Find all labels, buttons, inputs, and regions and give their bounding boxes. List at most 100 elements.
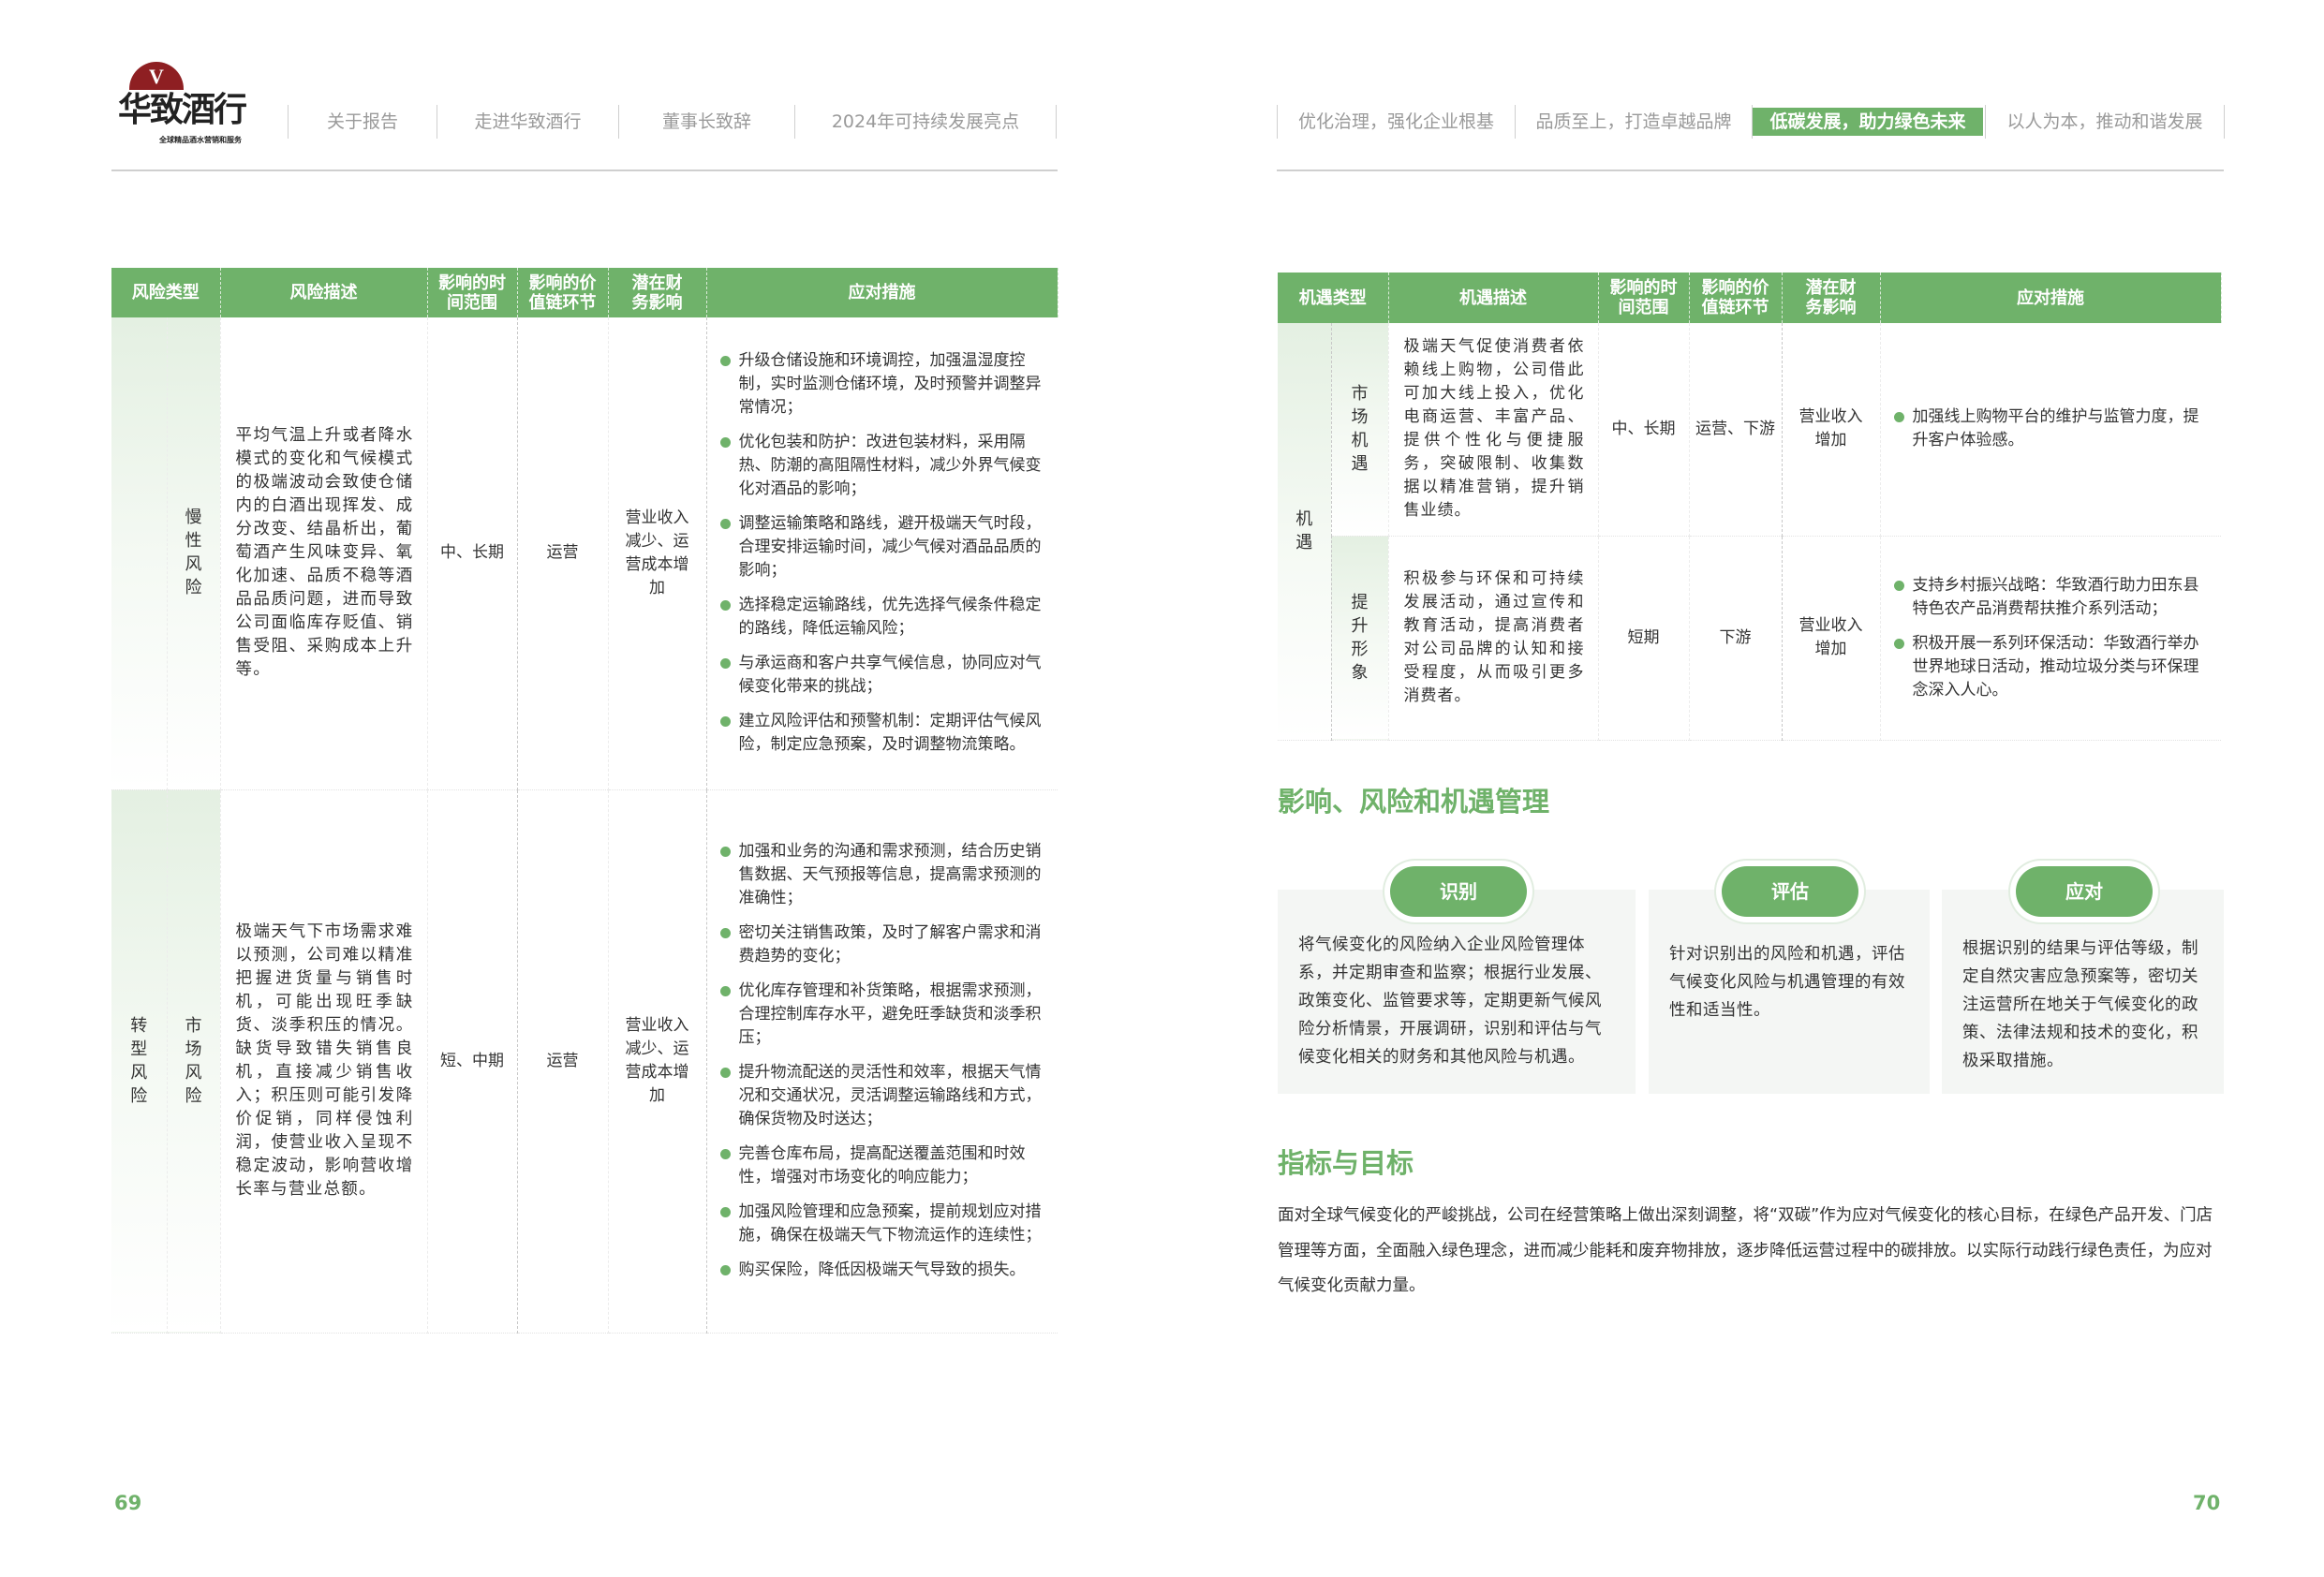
header-chain: 影响的价值链环节	[1689, 273, 1783, 323]
measure-item: 密切关注销售政策，及时了解客户需求和消费趋势的变化；	[719, 921, 1047, 968]
table-row: 慢性风险 平均气温上升或者降水模式的变化和气候模式的极端波动会致使仓储内的白酒出…	[111, 317, 1058, 790]
nav-about-report[interactable]: 关于报告	[289, 105, 437, 139]
nav-left: 关于报告 走进华致酒行 董事长致辞 2024年可持续发展亮点	[288, 105, 1057, 139]
step-pill-respond: 应对	[2016, 866, 2153, 917]
measure-text: 密切关注销售政策，及时了解客户需求和消费趋势的变化；	[738, 923, 1042, 965]
header-measures: 应对措施	[1880, 273, 2222, 323]
bullet-dot-icon	[719, 1068, 731, 1078]
opp-type-cell: 机遇	[1278, 323, 1332, 741]
logo-tagline: 全球精品酒水营销和服务	[159, 136, 242, 144]
bullet-dot-icon	[719, 1207, 731, 1217]
risk-time-cell: 中、长期	[427, 317, 518, 790]
bullet-dot-icon	[719, 716, 731, 728]
opp-subtype-cell: 提升形象	[1331, 536, 1389, 741]
risk-subtype-cell: 市场风险	[167, 789, 221, 1334]
risk-finance-cell: 营业收入减少、运营成本增加	[608, 317, 707, 790]
opp-desc-cell: 积极参与环保和可持续发展活动，通过宣传和教育活动，提高消费者对公司品牌的认知和接…	[1388, 536, 1599, 741]
risk-time-cell: 短、中期	[427, 789, 518, 1334]
measure-text: 与承运商和客户共享气候信息，协同应对气候变化带来的挑战；	[738, 654, 1042, 697]
nav-about-company[interactable]: 走进华致酒行	[437, 105, 619, 139]
measure-text: 提升物流配送的灵活性和效率，根据天气情况和交通状况，灵活调整运输路线和方式，确保…	[738, 1063, 1042, 1128]
nav-governance[interactable]: 优化治理，强化企业根基	[1278, 105, 1516, 139]
measure-item: 积极开展一系列环保活动：华致酒行举办世界地球日活动，推动垃圾分类与环保理念深入人…	[1893, 632, 2211, 702]
bullet-dot-icon	[719, 658, 731, 670]
header-opp-desc: 机遇描述	[1388, 273, 1599, 323]
opp-chain-cell: 运营、下游	[1689, 323, 1783, 537]
nav-chairman-letter[interactable]: 董事长致辞	[619, 105, 795, 139]
measure-text: 选择稳定运输路线，优先选择气候条件稳定的路线，降低运输风险；	[738, 596, 1042, 639]
risk-table-header: 风险类型 风险描述 影响的时间范围 影响的价值链环节 潜在财务影响 应对措施	[111, 268, 1058, 317]
risk-table: 风险类型 风险描述 影响的时间范围 影响的价值链环节 潜在财务影响 应对措施	[111, 268, 1058, 317]
bullet-dot-icon	[719, 847, 731, 857]
bullet-dot-icon	[719, 519, 731, 530]
bullet-dot-icon	[719, 437, 731, 449]
bullet-dot-icon	[719, 600, 731, 612]
measure-text: 建立风险评估和预警机制：定期评估气候风险，制定应急预案，及时调整物流策略。	[738, 712, 1042, 755]
bullet-dot-icon	[719, 986, 731, 996]
measure-text: 优化包装和防护：改进包装材料，采用隔热、防潮的高阻隔性材料，减少外界气候变化对酒…	[738, 433, 1042, 499]
nav-people[interactable]: 以人为本，推动和谐发展	[1985, 105, 2225, 139]
header-risk-type: 风险类型	[111, 268, 221, 317]
measure-text: 加强风险管理和应急预案，提前规划应对措施，确保在极端天气下物流运作的连续性；	[738, 1202, 1042, 1245]
measure-text: 加强线上购物平台的维护与监管力度，提升客户体验感。	[1912, 407, 2199, 450]
risk-measures-cell: 升级仓储设施和环境调控，加强温湿度控制，实时监测仓储环境，及时预警并调整异常情况…	[706, 317, 1058, 790]
header-time: 影响的时间范围	[1598, 273, 1690, 323]
opp-finance-cell: 营业收入增加	[1782, 536, 1881, 741]
measure-item: 支持乡村振兴战略：华致酒行助力田东县特色农产品消费帮扶推介系列活动；	[1893, 574, 2211, 621]
risk-chain-cell: 运营	[517, 789, 609, 1334]
step-pill-assess: 评估	[1722, 866, 1858, 917]
bullet-dot-icon	[1893, 412, 1904, 423]
risk-desc-cell: 平均气温上升或者降水模式的变化和气候模式的极端波动会致使仓储内的白酒出现挥发、成…	[220, 317, 428, 790]
measure-item: 优化包装和防护：改进包装材料，采用隔热、防潮的高阻隔性材料，减少外界气候变化对酒…	[719, 431, 1047, 501]
page-number-left: 69	[114, 1492, 142, 1514]
table-row: 机遇 市场机遇 极端天气促使消费者依赖线上购物，公司借此可加大线上投入，优化电商…	[1278, 323, 2221, 741]
targets-heading: 指标与目标	[1278, 1147, 1414, 1179]
logo-emblem: V	[129, 62, 184, 90]
risk-finance-cell: 营业收入减少、运营成本增加	[608, 789, 707, 1334]
risk-measures-cell: 加强和业务的沟通和需求预测，结合历史销售数据、天气预报等信息，提高需求预测的准确…	[706, 789, 1058, 1334]
measure-item: 完善仓库布局，提高配送覆盖范围和时效性，增强对市场变化的响应能力；	[719, 1142, 1047, 1189]
risk-chain-cell: 运营	[517, 317, 609, 790]
risk-type-cell: 转型风险	[111, 789, 168, 1334]
measure-item: 建立风险评估和预警机制：定期评估气候风险，制定应急预案，及时调整物流策略。	[719, 710, 1047, 757]
measure-item: 优化库存管理和补货策略，根据需求预测，合理控制库存水平，避免旺季缺货和淡季积压；	[719, 980, 1047, 1050]
opp-table-header: 机遇类型 机遇描述 影响的时间范围 影响的价值链环节 潜在财务影响 应对措施	[1278, 273, 2222, 323]
opp-measures-cell: 支持乡村振兴战略：华致酒行助力田东县特色农产品消费帮扶推介系列活动； 积极开展一系…	[1880, 536, 2221, 741]
opp-desc-cell: 极端天气促使消费者依赖线上购物，公司借此可加大线上投入，优化电商运营、丰富产品、…	[1388, 323, 1599, 537]
header-measures: 应对措施	[706, 268, 1058, 317]
step-pill-identify: 识别	[1390, 866, 1527, 917]
logo-name: 华致酒行	[118, 90, 247, 129]
measure-item: 提升物流配送的灵活性和效率，根据天气情况和交通状况，灵活调整运输路线和方式，确保…	[719, 1061, 1047, 1131]
table-row: 转型风险 市场风险 极端天气下市场需求难以预测，公司难以精准把握进货量与销售时机…	[111, 789, 1058, 1334]
nav-low-carbon-active[interactable]: 低碳发展，助力绿色未来	[1753, 108, 1983, 136]
bullet-dot-icon	[1893, 638, 1904, 649]
measure-item: 选择稳定运输路线，优先选择气候条件稳定的路线，降低运输风险；	[719, 594, 1047, 641]
step-card-respond: 根据识别的结果与评估等级，制定自然灾害应急预案等，密切关注运营所在地关于气候变化…	[1942, 890, 2224, 1094]
header-chain: 影响的价值链环节	[517, 268, 609, 317]
mgmt-heading: 影响、风险和机遇管理	[1278, 786, 1550, 818]
bullet-dot-icon	[719, 1265, 731, 1275]
nav-highlights[interactable]: 2024年可持续发展亮点	[795, 105, 1057, 139]
nav-divider-right	[1277, 169, 2224, 171]
measure-text: 购买保险，降低因极端天气导致的损失。	[738, 1260, 1026, 1279]
measure-text: 加强和业务的沟通和需求预测，结合历史销售数据、天气预报等信息，提高需求预测的准确…	[738, 842, 1042, 907]
bullet-dot-icon	[719, 928, 731, 938]
measure-item: 购买保险，降低因极端天气导致的损失。	[719, 1259, 1047, 1282]
bullet-dot-icon	[719, 356, 731, 367]
page-number-right: 70	[2193, 1492, 2221, 1514]
header-time: 影响的时间范围	[427, 268, 518, 317]
bullet-dot-icon	[1893, 580, 1904, 591]
nav-quality[interactable]: 品质至上，打造卓越品牌	[1516, 105, 1753, 139]
opp-subtype-cell: 市场机遇	[1331, 323, 1389, 537]
risk-type-cell	[111, 317, 168, 790]
measure-item: 加强风险管理和应急预案，提前规划应对措施，确保在极端天气下物流运作的连续性；	[719, 1201, 1047, 1247]
measure-text: 优化库存管理和补货策略，根据需求预测，合理控制库存水平，避免旺季缺货和淡季积压；	[738, 981, 1042, 1047]
header-finance: 潜在财务影响	[608, 268, 707, 317]
company-logo: V 华致酒行 全球精品酒水营销和服务	[116, 62, 247, 148]
opp-time-cell: 中、长期	[1598, 323, 1690, 537]
step-text-identify: 将气候变化的风险纳入企业风险管理体系，并定期审查和监察；根据行业发展、政策变化、…	[1298, 936, 1602, 1067]
measure-item: 升级仓储设施和环境调控，加强温湿度控制，实时监测仓储环境，及时预警并调整异常情况…	[719, 349, 1047, 420]
bullet-dot-icon	[719, 1149, 731, 1159]
opp-finance-cell: 营业收入增加	[1782, 323, 1881, 537]
measure-text: 积极开展一系列环保活动：华致酒行举办世界地球日活动，推动垃圾分类与环保理念深入人…	[1912, 633, 2199, 700]
